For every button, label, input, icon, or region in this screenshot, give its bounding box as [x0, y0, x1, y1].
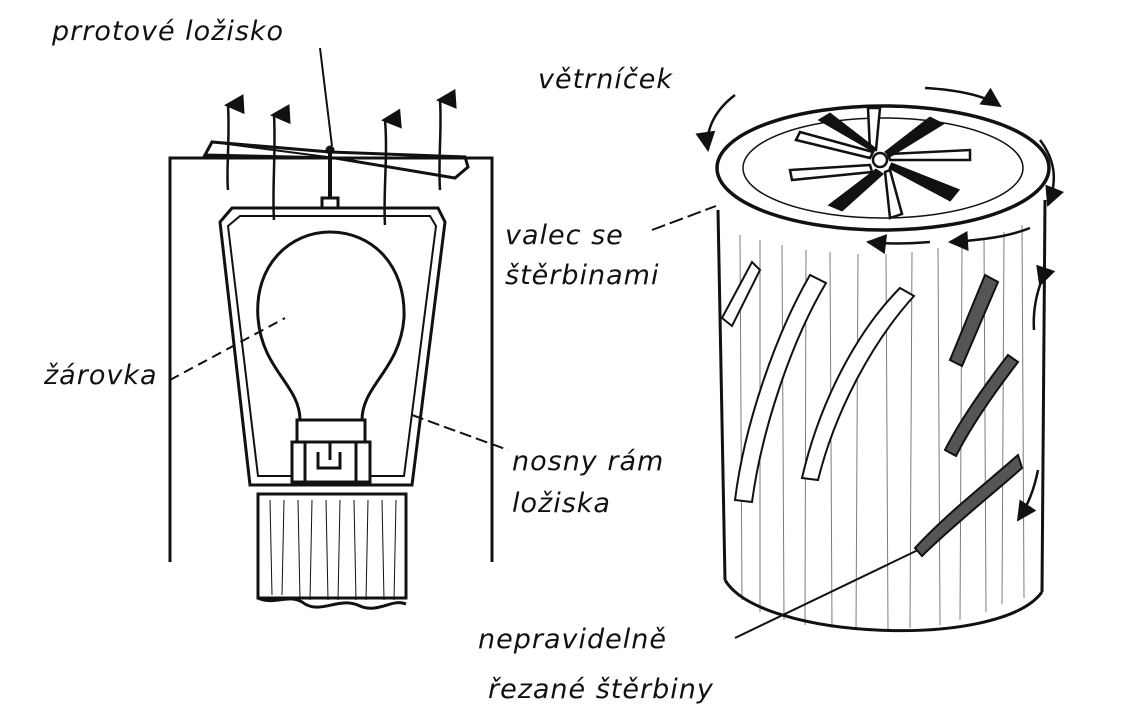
label-slits-line2: řezané štěrbiny	[488, 674, 714, 705]
slotted-cylinder	[715, 104, 1051, 633]
label-slits-line1: nepravidelně	[478, 624, 667, 655]
bearing-frame	[218, 196, 447, 487]
label-cylinder-line1: valec se	[505, 220, 624, 251]
fan-wheel	[788, 106, 972, 220]
rotation-arrows	[695, 86, 1064, 522]
leader-lines-right	[651, 205, 919, 639]
top-vane	[202, 140, 470, 180]
lamp-post	[256, 492, 408, 610]
label-cylinder-line2: štěrbinami	[505, 260, 660, 291]
air-flow-arrows	[224, 88, 457, 226]
label-pivot-bearing: prrotové ložisko	[52, 16, 285, 47]
label-bulb: žárovka	[44, 360, 158, 391]
pivot-needle	[325, 145, 335, 205]
label-frame-line1: nosny rám	[512, 446, 665, 477]
light-bulb	[256, 230, 406, 484]
cylinder-slits	[720, 260, 1024, 558]
leader-lines-left	[169, 47, 509, 451]
label-frame-line2: ložiska	[512, 488, 611, 519]
label-fan: větrníček	[538, 64, 673, 95]
